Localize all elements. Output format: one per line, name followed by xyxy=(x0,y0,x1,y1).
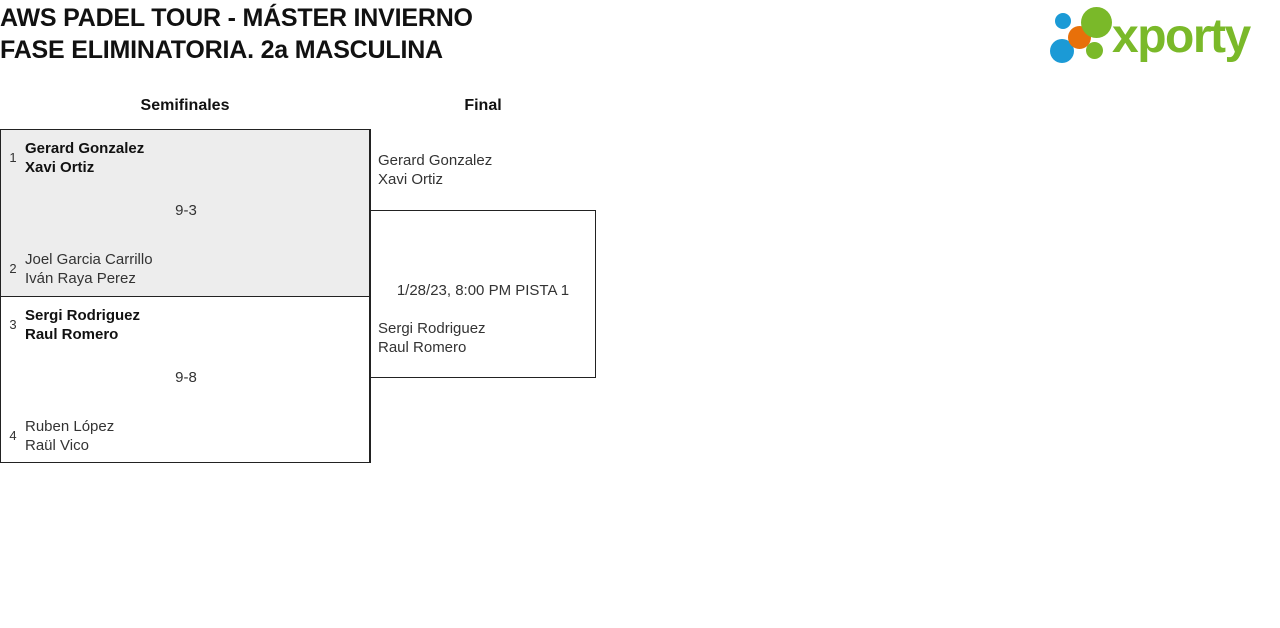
final-team-bottom[interactable]: Sergi Rodriguez Raul Romero xyxy=(378,319,588,357)
team-player-2: Xavi Ortiz xyxy=(378,171,444,188)
logo-dots-icon xyxy=(1048,6,1114,66)
team-player-1: Gerard Gonzalez xyxy=(25,140,145,157)
team-players: Joel Garcia Carrillo Iván Raya Perez xyxy=(25,250,361,288)
page-title: AWS PADEL TOUR - MÁSTER INVIERNO FASE EL… xyxy=(0,2,900,66)
team-seed: 2 xyxy=(9,261,17,276)
xporty-logo[interactable]: xporty xyxy=(1048,4,1272,68)
team-player-2: Xavi Ortiz xyxy=(25,159,95,176)
final-team-top[interactable]: Gerard Gonzalez Xavi Ortiz xyxy=(378,151,588,189)
team-players: Gerard Gonzalez Xavi Ortiz xyxy=(25,139,361,177)
round-column-final: Gerard Gonzalez Xavi Ortiz 1/28/23, 8:00… xyxy=(370,129,596,463)
team-player-1: Sergi Rodriguez xyxy=(25,307,141,324)
team-seed: 4 xyxy=(9,428,17,443)
page-header: AWS PADEL TOUR - MÁSTER INVIERNO FASE EL… xyxy=(0,0,1280,80)
team-player-1: Ruben López xyxy=(25,418,115,435)
team-seed: 1 xyxy=(9,150,17,165)
logo-dot-green-large-icon xyxy=(1081,7,1112,38)
match-semifinal-2[interactable]: 3 Sergi Rodriguez Raul Romero 9-8 4 Rube… xyxy=(0,296,370,463)
match-team-bottom[interactable]: 2 Joel Garcia Carrillo Iván Raya Perez xyxy=(1,250,361,288)
match-team-bottom[interactable]: 4 Ruben López Raül Vico xyxy=(1,417,361,455)
logo-dot-blue-top-icon xyxy=(1055,13,1071,29)
team-player-1: Joel Garcia Carrillo xyxy=(25,251,153,268)
final-match-schedule: 1/28/23, 8:00 PM PISTA 1 xyxy=(396,282,570,299)
round-column-semifinals: 1 Gerard Gonzalez Xavi Ortiz 9-3 2 Joel … xyxy=(0,129,370,463)
match-team-top[interactable]: 1 Gerard Gonzalez Xavi Ortiz xyxy=(1,139,361,177)
team-players: Ruben López Raül Vico xyxy=(25,417,361,455)
match-final[interactable] xyxy=(370,210,596,378)
match-score: 9-8 xyxy=(175,369,197,386)
match-score: 9-3 xyxy=(175,202,197,219)
page-title-line-2: FASE ELIMINATORIA. 2a MASCULINA xyxy=(0,36,443,64)
page-title-line-1: AWS PADEL TOUR - MÁSTER INVIERNO xyxy=(0,4,473,32)
team-player-2: Raul Romero xyxy=(378,339,467,356)
team-player-1: Gerard Gonzalez xyxy=(378,152,493,169)
team-player-1: Sergi Rodriguez xyxy=(378,320,486,337)
team-player-2: Raul Romero xyxy=(25,326,119,343)
match-team-top[interactable]: 3 Sergi Rodriguez Raul Romero xyxy=(1,306,361,344)
team-seed: 3 xyxy=(9,317,17,332)
match-semifinal-1[interactable]: 1 Gerard Gonzalez Xavi Ortiz 9-3 2 Joel … xyxy=(0,129,370,296)
logo-dot-green-small-icon xyxy=(1086,42,1103,59)
team-players: Sergi Rodriguez Raul Romero xyxy=(25,306,361,344)
round-header-semifinals: Semifinales xyxy=(140,97,230,114)
round-header-final: Final xyxy=(464,97,502,114)
logo-wordmark: xporty xyxy=(1112,10,1251,63)
team-player-2: Iván Raya Perez xyxy=(25,270,136,287)
team-player-2: Raül Vico xyxy=(25,437,89,454)
